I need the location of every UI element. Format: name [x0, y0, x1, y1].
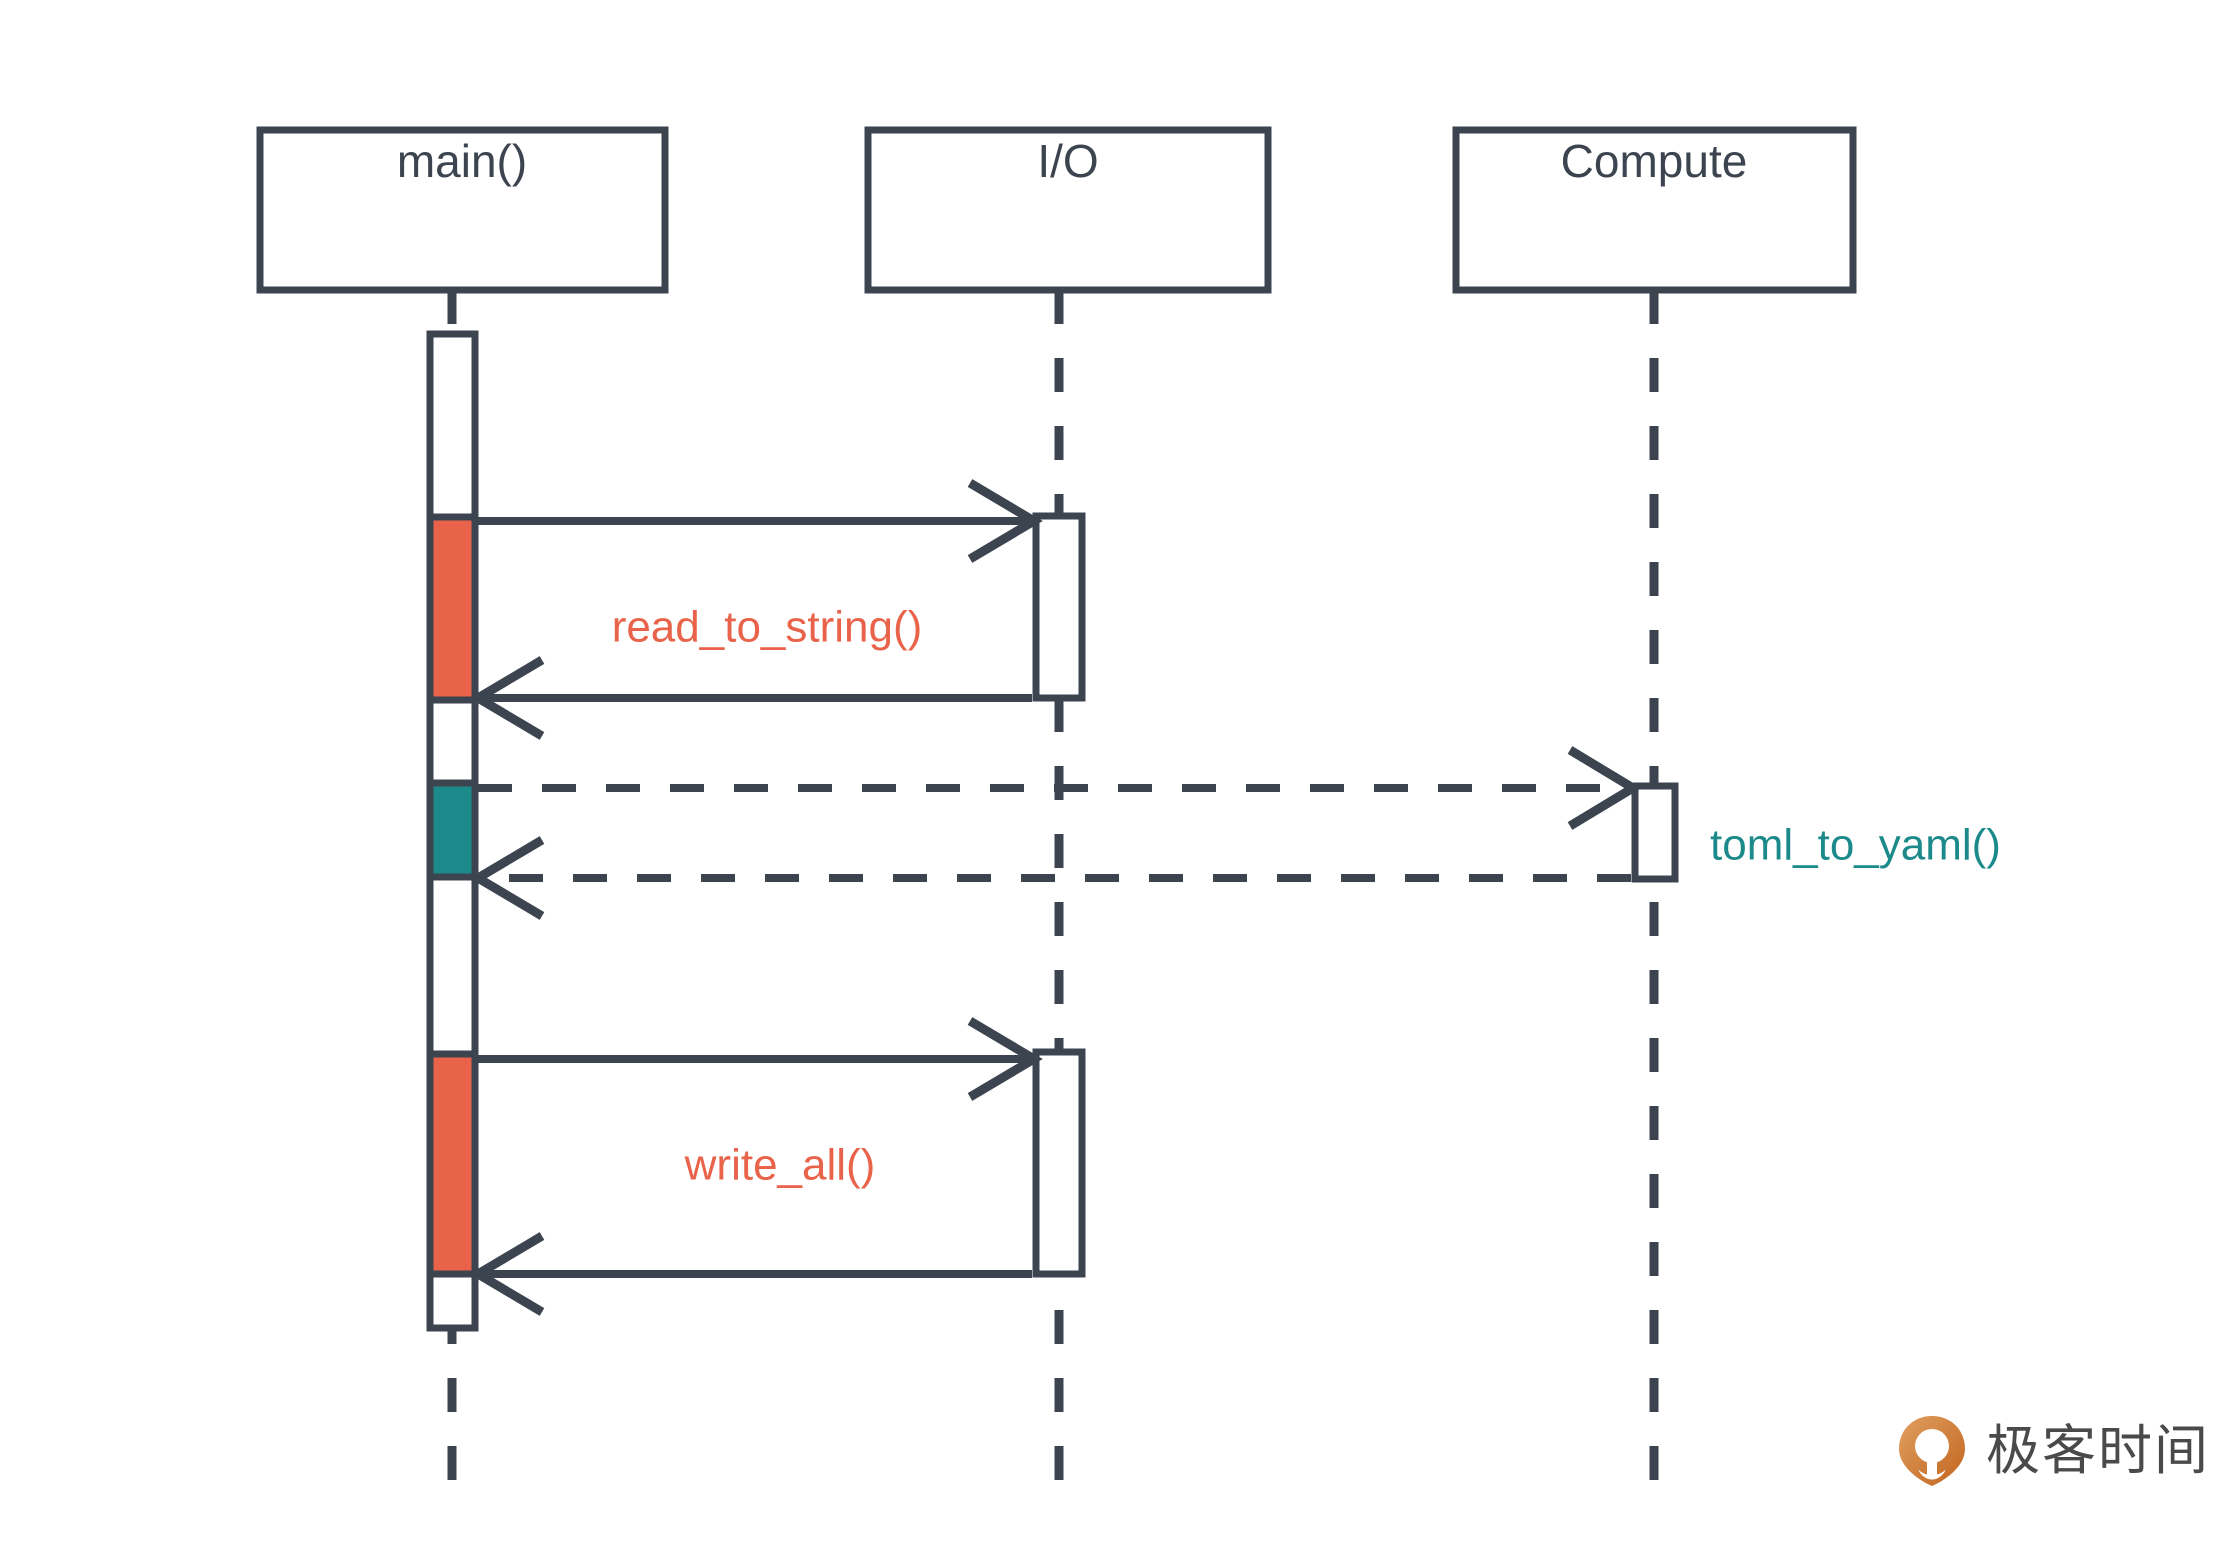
message-label-toml-to-yaml: toml_to_yaml(): [1710, 821, 2001, 870]
arrowhead-open-left: [469, 656, 545, 740]
arrowhead-open-left: [469, 1232, 545, 1316]
arrowhead-open-right: [1567, 746, 1642, 830]
brand-logo: 极客时间: [1894, 1413, 2210, 1489]
arrowhead-open-left: [469, 836, 545, 920]
activation-compute-toml[interactable]: [1631, 782, 1679, 883]
activation-segment-read-to-string[interactable]: [426, 513, 479, 704]
participant-main[interactable]: main(): [256, 126, 669, 294]
participant-label-io: I/O: [1037, 135, 1098, 187]
arrowhead-open-right: [967, 1017, 1043, 1101]
activation-io-read[interactable]: [1032, 512, 1086, 702]
message-write-all-return[interactable]: [469, 1232, 1032, 1316]
arrowhead-open-right: [967, 479, 1043, 563]
participant-box-main[interactable]: [256, 126, 669, 294]
activation-segment-write-all[interactable]: [426, 1050, 479, 1278]
message-label-read-to-string: read_to_string(): [612, 603, 923, 652]
participant-box-compute[interactable]: [1452, 126, 1857, 294]
lifelines-group: [447, 290, 1659, 1490]
participant-compute[interactable]: Compute: [1452, 126, 1857, 294]
geektime-drop-icon-svg: [1899, 1416, 1965, 1486]
message-write-all-call[interactable]: write_all(): [478, 1017, 1043, 1190]
brand-logo-text: 极客时间: [1986, 1421, 2210, 1481]
message-read-to-string-call[interactable]: read_to_string(): [478, 479, 1043, 652]
message-toml-to-yaml-return[interactable]: [469, 836, 1631, 920]
message-label-write-all: write_all(): [684, 1141, 876, 1190]
activation-segment-toml-to-yaml[interactable]: [426, 779, 479, 881]
participant-label-main: main(): [397, 135, 527, 187]
activation-io-write[interactable]: [1032, 1048, 1086, 1278]
participant-label-compute: Compute: [1561, 135, 1748, 187]
participant-io[interactable]: I/O: [864, 126, 1272, 294]
message-toml-to-yaml-call[interactable]: toml_to_yaml(): [478, 746, 2001, 870]
participant-box-io[interactable]: [864, 126, 1272, 294]
geektime-drop-icon: [1894, 1413, 1970, 1489]
message-read-to-string-return[interactable]: [469, 656, 1032, 740]
